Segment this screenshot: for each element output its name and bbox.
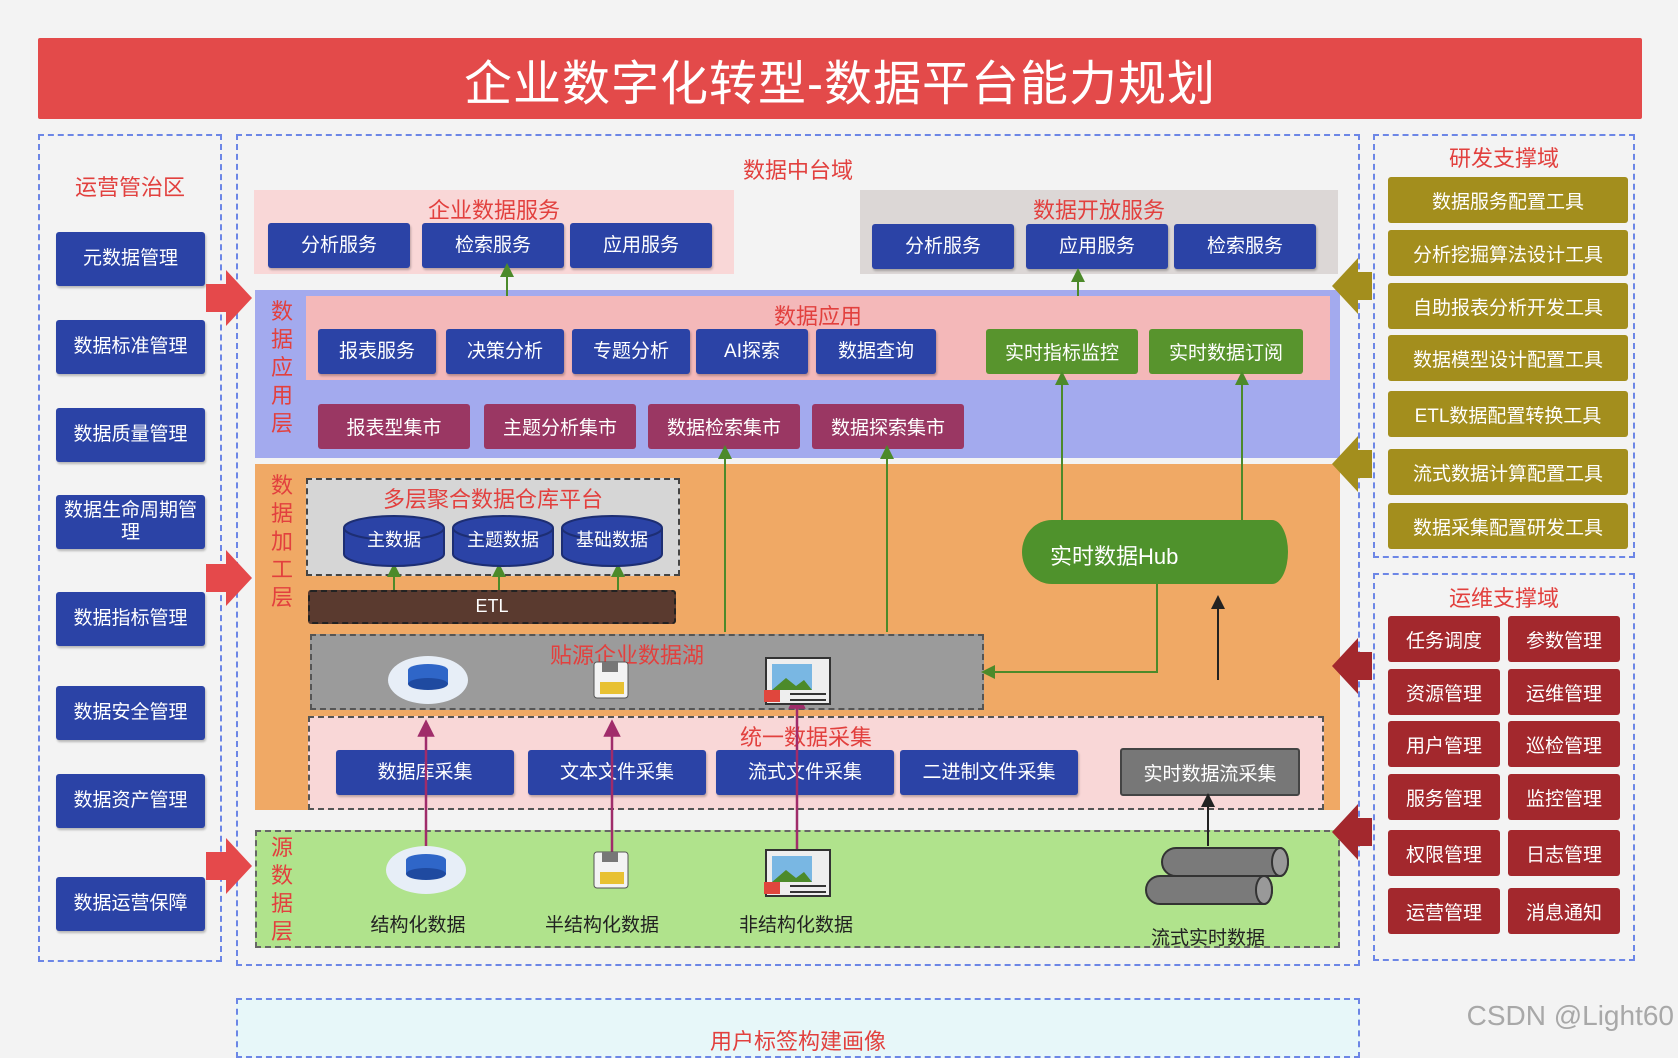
enterprise-service-title: 企业数据服务 — [427, 198, 560, 223]
rd-panel-title: 研发支撑域 — [1448, 146, 1559, 171]
realtime-hub-label[interactable]: 实时数据Hub — [1050, 544, 1179, 569]
rd-tool-item[interactable]: 数据服务配置工具 — [1388, 177, 1628, 223]
data-mart[interactable]: 主题分析集市 — [484, 404, 636, 449]
ops-item[interactable]: 参数管理 — [1508, 616, 1620, 662]
pipe-stream-icon — [1145, 847, 1289, 905]
left-arrow-icon — [1332, 436, 1372, 492]
enterprise-service-item[interactable]: 检索服务 — [422, 223, 564, 268]
app-box-title: 数据应用 — [773, 304, 862, 329]
page-title: 企业数字化转型-数据平台能力规划 — [38, 38, 1642, 119]
floppy-file-icon — [593, 851, 629, 889]
etl-label: ETL — [475, 596, 509, 616]
data-mart[interactable]: 报表型集市 — [318, 404, 470, 449]
governance-item[interactable]: 数据资产管理 — [56, 774, 205, 828]
database-icon — [386, 846, 466, 894]
data-mart[interactable]: 数据探索集市 — [812, 404, 964, 449]
left-arrows — [206, 270, 252, 894]
ops-item[interactable]: 服务管理 — [1388, 774, 1500, 820]
left-panel-title: 运营管治区 — [74, 175, 185, 200]
rd-panel — [1373, 134, 1635, 558]
governance-item[interactable]: 数据标准管理 — [56, 320, 205, 374]
app-item[interactable]: 决策分析 — [446, 329, 564, 374]
realtime-app-item[interactable]: 实时数据订阅 — [1149, 329, 1303, 374]
rd-tool-item[interactable]: 数据模型设计配置工具 — [1388, 335, 1628, 381]
ops-item[interactable]: 巡检管理 — [1508, 721, 1620, 767]
center-panel — [236, 134, 1360, 966]
rd-tool-item[interactable]: 数据采集配置研发工具 — [1388, 503, 1628, 549]
center-panel-title: 数据中台域 — [742, 158, 853, 183]
left-arrow-icon — [1332, 258, 1372, 314]
ops-item[interactable]: 运营管理 — [1388, 888, 1500, 934]
right-arrow-icon — [206, 838, 252, 894]
governance-item[interactable]: 数据指标管理 — [56, 592, 205, 646]
app-item[interactable]: 报表服务 — [318, 329, 436, 374]
floppy-file-icon — [593, 661, 629, 699]
governance-item[interactable]: 数据质量管理 — [56, 408, 205, 462]
stream-collect-item[interactable]: 实时数据流采集 — [1120, 748, 1300, 796]
governance-item[interactable]: 元数据管理 — [56, 232, 205, 286]
enterprise-service-item[interactable]: 分析服务 — [268, 223, 410, 268]
app-item[interactable]: 数据查询 — [816, 329, 936, 374]
open-service-item[interactable]: 应用服务 — [1026, 224, 1168, 269]
right-arrow-icon — [206, 270, 252, 326]
ops-panel — [1373, 573, 1635, 961]
app-item[interactable]: 专题分析 — [572, 329, 690, 374]
source-label: 非结构化数据 — [738, 915, 853, 936]
warehouse-item[interactable]: 主题数据 — [467, 530, 539, 550]
database-icon — [388, 656, 468, 704]
warehouse-item[interactable]: 主数据 — [367, 530, 421, 550]
media-file-icon — [764, 657, 831, 705]
collect-item[interactable]: 文本文件采集 — [528, 750, 706, 795]
warehouse-title: 多层聚合数据仓库平台 — [382, 487, 603, 512]
ops-item[interactable]: 监控管理 — [1508, 774, 1620, 820]
app-layer-label: 数据应用层 — [270, 299, 293, 436]
left-arrow-icon — [1332, 638, 1372, 694]
left-panel — [38, 134, 222, 962]
governance-item[interactable]: 数据生命周期管理 — [56, 495, 205, 549]
data-mart[interactable]: 数据检索集市 — [648, 404, 800, 449]
database-drum-icon — [343, 515, 445, 567]
rd-tool-item[interactable]: 流式数据计算配置工具 — [1388, 449, 1628, 495]
governance-item[interactable]: 数据运营保障 — [56, 877, 205, 931]
collect-title: 统一数据采集 — [739, 725, 872, 750]
ops-item[interactable]: 用户管理 — [1388, 721, 1500, 767]
collect-item[interactable]: 流式文件采集 — [716, 750, 894, 795]
etl-bar — [308, 590, 676, 624]
right-arrow-icon — [206, 550, 252, 606]
app-item[interactable]: AI探索 — [696, 329, 808, 374]
ops-item[interactable]: 消息通知 — [1508, 888, 1620, 934]
ops-item[interactable]: 资源管理 — [1388, 669, 1500, 715]
watermark: CSDN @Light60 — [1466, 1000, 1674, 1031]
rd-arrows — [1332, 258, 1372, 492]
rd-tool-item[interactable]: 自助报表分析开发工具 — [1388, 283, 1628, 329]
ops-item[interactable]: 任务调度 — [1388, 616, 1500, 662]
source-label: 流式实时数据 — [1150, 928, 1265, 949]
media-file-icon — [764, 849, 831, 897]
source-label: 结构化数据 — [370, 915, 466, 936]
open-service-item[interactable]: 检索服务 — [1174, 224, 1316, 269]
governance-item[interactable]: 数据安全管理 — [56, 686, 205, 740]
ops-arrows — [1332, 638, 1372, 860]
ops-item[interactable]: 权限管理 — [1388, 830, 1500, 876]
ops-panel-title: 运维支撑域 — [1448, 586, 1559, 611]
database-drum-icon — [561, 515, 663, 567]
process-layer-label: 数据加工层 — [270, 473, 293, 610]
ops-item[interactable]: 日志管理 — [1508, 830, 1620, 876]
open-service-item[interactable]: 分析服务 — [872, 224, 1014, 269]
open-service-title: 数据开放服务 — [1032, 198, 1165, 223]
ops-item[interactable]: 运维管理 — [1508, 669, 1620, 715]
rd-tool-item[interactable]: ETL数据配置转换工具 — [1388, 391, 1628, 437]
realtime-hub-icon — [1022, 520, 1288, 584]
collect-item[interactable]: 二进制文件采集 — [900, 750, 1078, 795]
realtime-app-item[interactable]: 实时指标监控 — [986, 329, 1138, 374]
left-arrow-icon — [1332, 804, 1372, 860]
enterprise-service-item[interactable]: 应用服务 — [570, 223, 712, 268]
warehouse-item[interactable]: 基础数据 — [576, 530, 648, 550]
source-layer-label: 源数据层 — [270, 835, 293, 944]
rd-tool-item[interactable]: 分析挖掘算法设计工具 — [1388, 230, 1628, 276]
database-drum-icon — [452, 515, 554, 567]
source-label: 半结构化数据 — [544, 915, 659, 936]
